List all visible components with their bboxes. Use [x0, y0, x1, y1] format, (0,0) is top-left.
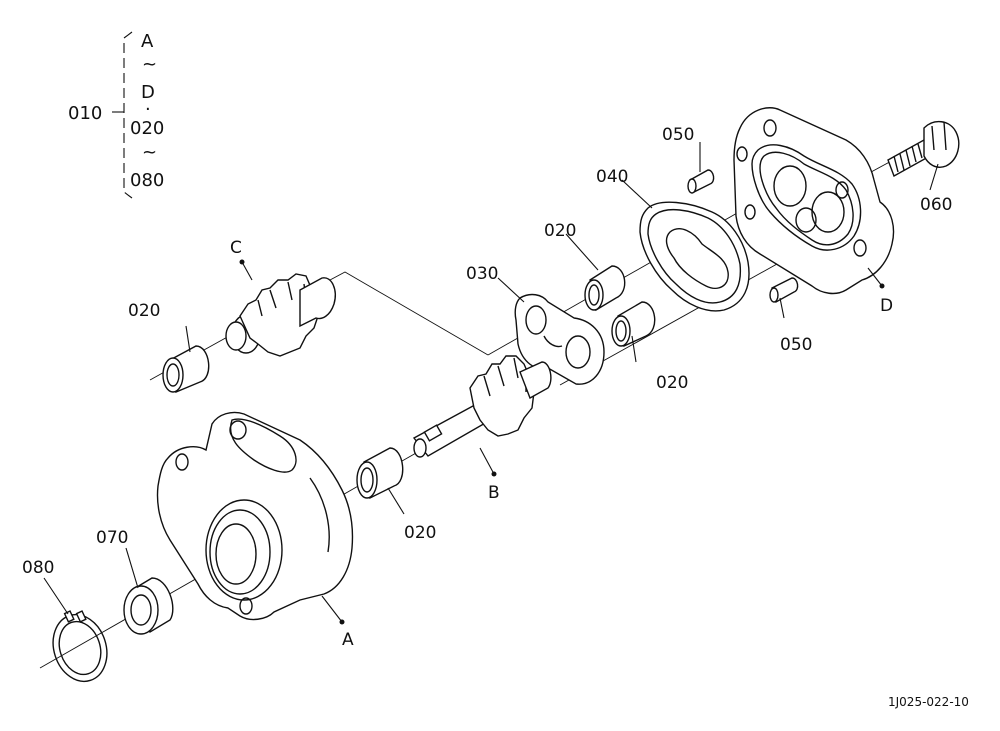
- group-item-2: ~: [142, 54, 157, 75]
- oil-seal-070: [123, 577, 174, 635]
- group-item-1: A: [141, 31, 154, 52]
- bushing-020-mid-upper: [584, 265, 626, 312]
- label-020-lower: 020: [404, 523, 436, 543]
- dowel-pin-050-bottom: [769, 277, 799, 304]
- label-060: 060: [920, 195, 952, 215]
- gasket-040: [639, 201, 750, 312]
- label-gear-c: C: [230, 238, 242, 258]
- drive-gear-c: [225, 273, 336, 357]
- label-050-bottom: 050: [780, 335, 812, 355]
- pump-cover-d: [733, 107, 895, 295]
- assembly-group-bracket: 010 A ~ D · 020 ~ 080: [68, 31, 164, 199]
- dowel-pin-050-top: [687, 169, 715, 194]
- label-020-left: 020: [128, 301, 160, 321]
- side-plate-030: [514, 293, 605, 385]
- assembly-label: 010: [68, 103, 102, 124]
- group-item-6: ~: [142, 142, 157, 163]
- label-020-mid-upper: 020: [544, 221, 576, 241]
- group-item-3: D: [141, 82, 155, 103]
- group-item-7: 080: [130, 170, 164, 191]
- group-item-5: 020: [130, 118, 164, 139]
- snap-ring-080: [52, 610, 108, 683]
- drawing-code: 1J025-022-10: [888, 695, 969, 709]
- driven-gear-b: [412, 355, 552, 458]
- bolt-060: [887, 121, 960, 178]
- part-labels: C B A D 020 020 020 020 030 040 050 050 …: [22, 125, 969, 709]
- leader-gear-c-to-plate: [329, 271, 489, 356]
- label-body-a: A: [342, 630, 354, 650]
- label-070: 070: [96, 528, 128, 548]
- label-040: 040: [596, 167, 628, 187]
- bushing-020-lower: [356, 447, 404, 500]
- group-item-4: ·: [145, 99, 151, 120]
- bushing-020-mid-lower: [611, 301, 656, 348]
- label-gear-b: B: [488, 483, 500, 503]
- label-020-mid-lower: 020: [656, 373, 688, 393]
- label-080: 080: [22, 558, 54, 578]
- leader-lines: [43, 142, 939, 625]
- label-cover-d: D: [880, 296, 893, 316]
- pump-body-a: [156, 411, 354, 621]
- bushing-020-left: [162, 345, 210, 393]
- label-030: 030: [466, 264, 498, 284]
- label-050-top: 050: [662, 125, 694, 145]
